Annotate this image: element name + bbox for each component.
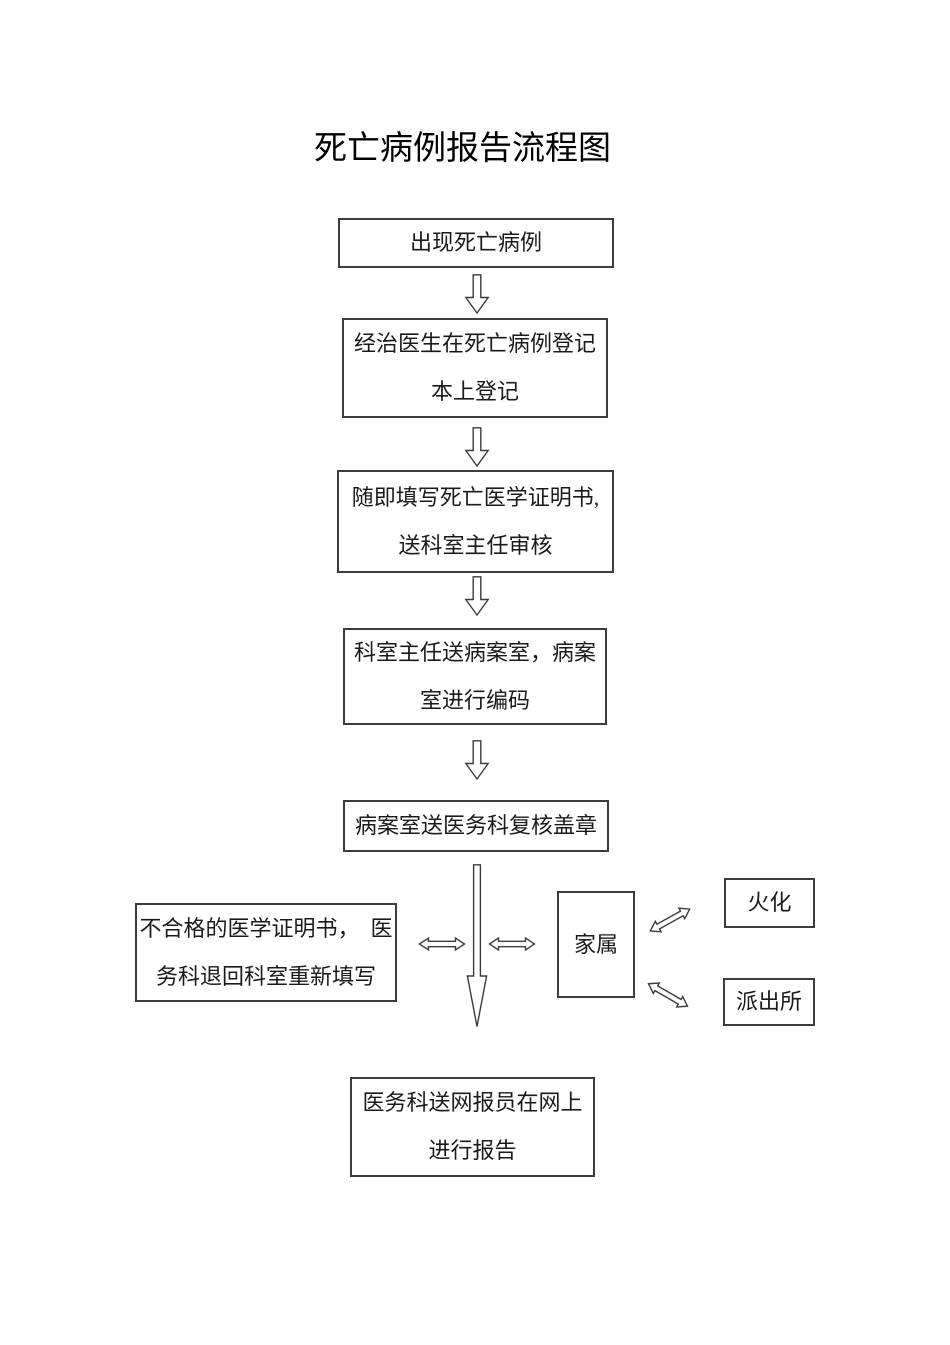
two-way-arrow-icon [418,936,466,952]
flow-node-cremation: 火化 [724,878,815,928]
flow-node-reject: 不合格的医学证明书， 医 务科退回科室重新填写 [135,903,397,1002]
flow-node-police-text: 派出所 [735,989,802,1014]
flow-node-report-text: 医务科送网报员在网上 [362,1090,583,1115]
flow-node-family-text: 家属 [573,931,618,957]
flow-node-coding-text: 科室主任送病案室，病案 [353,639,596,665]
flow-node-certificate-text: 送科室主任审核 [398,532,553,558]
flow-node-register-text: 本上登记 [430,379,519,404]
flow-node-certificate: 随即填写死亡医学证明书, 送科室主任审核 [337,470,614,573]
down-block-arrow-icon [464,740,490,780]
down-block-arrow-icon [464,274,490,314]
flow-node-review-text: 病案室送医务科复核盖章 [354,813,597,838]
flow-node-reject-text: 不合格的医学证明书， 医 [139,915,393,941]
flow-node-family: 家属 [557,891,635,998]
long-down-arrow-icon [466,864,488,1027]
flow-node-report-text: 进行报告 [428,1138,517,1163]
flow-node-register: 经治医生在死亡病例登记 本上登记 [342,318,608,418]
two-way-arrow-icon [488,936,536,952]
two-way-diagonal-arrow-icon [649,907,691,933]
two-way-diagonal-arrow-icon [647,982,689,1008]
flow-node-coding: 科室主任送病案室，病案 室进行编码 [343,628,607,725]
down-block-arrow-icon [464,427,490,467]
flow-node-reject-text: 务科退回科室重新填写 [155,963,376,989]
flow-node-police: 派出所 [723,978,815,1026]
flow-node-coding-text: 室进行编码 [419,687,530,713]
flow-node-start-text: 出现死亡病例 [409,230,542,255]
down-block-arrow-icon [464,576,490,616]
flow-node-report: 医务科送网报员在网上 进行报告 [350,1077,595,1177]
page-title: 死亡病例报告流程图 [314,131,611,167]
flow-node-review: 病案室送医务科复核盖章 [343,800,609,852]
flow-node-start: 出现死亡病例 [338,218,614,268]
flow-node-cremation-text: 火化 [747,890,792,915]
flow-node-certificate-text: 随即填写死亡医学证明书, [351,484,600,510]
flow-node-register-text: 经治医生在死亡病例登记 [353,331,596,356]
